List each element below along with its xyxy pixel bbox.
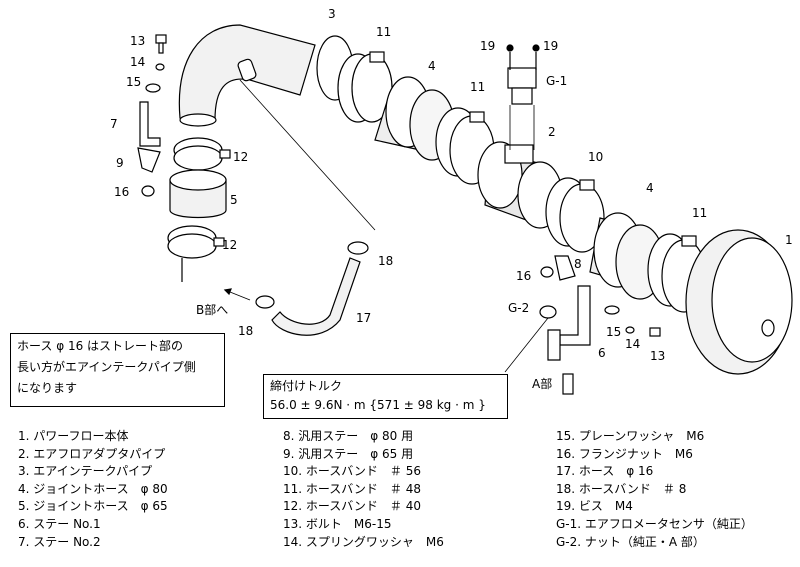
label-16-a: 16 <box>114 185 129 199</box>
label-4-upper: 4 <box>428 59 436 73</box>
legend-item: 11. ホースバンド ＃ 48 <box>283 481 421 496</box>
label-18-b: 18 <box>238 324 253 338</box>
note-line-2: 長い方がエアインテークパイプ側 <box>17 360 196 374</box>
hose-band-8 <box>255 241 369 309</box>
parts-legend-col-3: 15. プレーンワッシャ M6 16. フランジナット M6 17. ホース φ… <box>556 428 753 551</box>
legend-item: G-2. ナット（純正・A 部） <box>556 534 705 549</box>
airflow-meter-sensor <box>507 52 537 150</box>
legend-item: 15. プレーンワッシャ M6 <box>556 429 705 443</box>
label-2: 2 <box>548 125 556 139</box>
legend-item: 3. エアインテークパイプ <box>18 464 153 479</box>
legend-item: 13. ボルト M6-15 <box>283 516 392 531</box>
label-8: 8 <box>574 257 582 271</box>
screw-m4 <box>506 44 540 52</box>
label-14-b: 14 <box>625 337 640 351</box>
label-15-b: 15 <box>606 325 621 339</box>
label-19-b: 19 <box>543 39 558 53</box>
bolt-m6-lower <box>604 305 661 337</box>
hose-orientation-note: ホース φ 16 はストレート部の 長い方がエアインテークパイプ側 になります <box>10 333 225 407</box>
label-3: 3 <box>328 7 336 21</box>
legend-item: 16. フランジナット M6 <box>556 446 693 461</box>
parts-legend-col-2: 8. 汎用ステー φ 80 用 9. 汎用ステー φ 65 用 10. ホースバ… <box>283 428 444 551</box>
legend-item: 9. 汎用ステー φ 65 用 <box>283 446 414 461</box>
label-18-a: 18 <box>378 254 393 268</box>
legend-item: G-1. エアフロメータセンサ（純正） <box>556 516 753 531</box>
label-a-part: A部 <box>532 376 552 391</box>
label-to-b: B部へ <box>196 302 228 317</box>
generic-stay-80 <box>540 255 576 281</box>
joint-hose-65 <box>169 169 227 219</box>
label-11-b: 11 <box>470 80 485 94</box>
a-part-stud <box>562 373 574 395</box>
legend-item: 1. パワーフロー本体 <box>18 429 129 443</box>
label-g1: G-1 <box>546 74 567 88</box>
power-flow-body <box>685 229 793 375</box>
legend-item: 2. エアフロアダプタパイプ <box>18 446 166 461</box>
legend-item: 14. スプリングワッシャ M6 <box>283 534 444 549</box>
label-15-a: 15 <box>126 75 141 89</box>
nut-g2 <box>504 305 557 373</box>
stay-no1 <box>547 285 591 361</box>
hose-16 <box>271 257 361 336</box>
label-11-a: 11 <box>376 25 391 39</box>
torque-spec-box: 締付けトルク 56.0 ± 9.6N · m {571 ± 98 kg · m … <box>263 374 508 419</box>
label-11-c: 11 <box>692 206 707 220</box>
label-13-b: 13 <box>650 349 665 363</box>
legend-item: 4. ジョイントホース φ 80 <box>18 481 168 496</box>
legend-item: 12. ホースバンド ＃ 40 <box>283 499 421 514</box>
label-12-a: 12 <box>233 150 248 164</box>
label-1: 1 <box>785 233 793 247</box>
legend-item: 8. 汎用ステー φ 80 用 <box>283 429 414 443</box>
label-g2: G-2 <box>508 301 529 315</box>
label-13-a: 13 <box>130 34 145 48</box>
label-4-lower: 4 <box>646 181 654 195</box>
note-line-1: ホース φ 16 はストレート部の <box>17 339 184 353</box>
note-line-3: になります <box>17 381 78 395</box>
stay-no2 <box>137 101 161 173</box>
legend-item: 7. ステー No.2 <box>18 534 101 549</box>
legend-item: 18. ホースバンド ＃ 8 <box>556 481 687 496</box>
label-12-b: 12 <box>222 238 237 252</box>
airflow-adapter-pipe <box>477 141 563 229</box>
label-7: 7 <box>110 117 118 131</box>
label-9: 9 <box>116 156 124 170</box>
legend-item: 19. ビス M4 <box>556 499 633 514</box>
label-10: 10 <box>588 150 603 164</box>
hose-band-48-a <box>337 51 393 123</box>
hose-band-40-a <box>173 137 231 171</box>
air-intake-pipe <box>178 24 354 127</box>
torque-value: 56.0 ± 9.6N · m {571 ± 98 kg · m } <box>270 398 486 412</box>
parts-legend-col-1: 1. パワーフロー本体 2. エアフロアダプタパイプ 3. エアインテークパイプ… <box>18 428 168 551</box>
torque-title: 締付けトルク <box>270 379 343 393</box>
label-14-a: 14 <box>130 55 145 69</box>
label-6: 6 <box>598 346 606 360</box>
legend-item: 17. ホース φ 16 <box>556 464 654 479</box>
hose-band-56 <box>545 177 605 253</box>
legend-item: 5. ジョイントホース φ 65 <box>18 499 168 514</box>
bolt-m6-upper <box>141 34 167 197</box>
hose-band-40-b <box>167 225 225 259</box>
label-5: 5 <box>230 193 238 207</box>
label-17: 17 <box>356 311 371 325</box>
legend-item: 10. ホースバンド ＃ 56 <box>283 464 421 479</box>
legend-item: 6. ステー No.1 <box>18 516 101 531</box>
label-19-a: 19 <box>480 39 495 53</box>
label-16-b: 16 <box>516 269 531 283</box>
